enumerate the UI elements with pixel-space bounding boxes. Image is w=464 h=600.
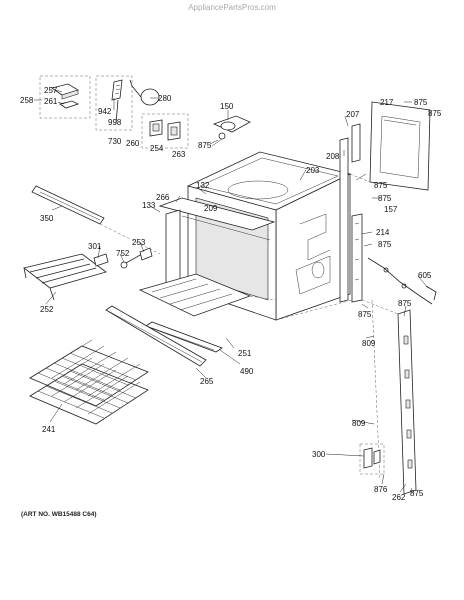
label-875-e: 875 [378,194,392,203]
label-208: 208 [326,152,340,161]
door-lock-switch [149,119,181,141]
side-trim [397,309,417,495]
label-209: 209 [204,204,218,213]
group-box-258 [39,75,91,119]
label-752: 752 [116,249,130,258]
temperature-probe [129,79,160,106]
label-133: 133 [142,201,156,210]
label-875-g: 875 [398,299,412,308]
watermark: AppliancePartsPros.com [188,3,276,12]
harness-connector [111,79,123,125]
label-942: 942 [98,107,112,116]
label-260: 260 [126,139,140,148]
label-605: 605 [418,271,432,280]
label-280: 280 [158,94,172,103]
label-254: 254 [150,144,164,153]
latch-motor-assembly [211,115,251,147]
control-board-assembly [51,83,80,109]
label-157: 157 [384,205,398,214]
projection-lines [99,173,399,321]
label-875-h: 875 [358,310,372,319]
oven-racks [29,339,149,425]
label-265: 265 [200,377,214,386]
label-214: 214 [376,228,390,237]
leader-lines [34,89,429,493]
vent-trim [145,321,223,353]
label-132: 132 [196,181,210,190]
side-bracket [351,213,363,303]
trim-strip-809 [371,299,381,481]
label-301: 301 [88,242,102,251]
hinge-bracket [359,443,385,475]
art-number: (ART NO. WB15488 C64) [21,511,97,518]
label-207: 207 [346,110,360,119]
label-262: 262 [392,493,406,502]
part-labels: 258 257 261 942 998 730 280 260 254 263 … [20,86,442,502]
label-300: 300 [312,450,326,459]
label-257: 257 [44,86,58,95]
label-809-b: 809 [352,419,366,428]
broil-element [23,253,109,301]
label-875-c: 875 [428,109,442,118]
label-490: 490 [240,367,254,376]
front-trim [105,305,207,367]
label-350: 350 [40,214,54,223]
label-266: 266 [156,193,170,202]
terminal-block [120,247,153,269]
label-875-f: 875 [378,240,392,249]
label-875-i: 875 [410,489,424,498]
label-241: 241 [42,425,56,434]
back-panel [369,101,431,191]
label-876: 876 [374,485,388,494]
label-730: 730 [108,137,122,146]
label-263: 263 [172,150,186,159]
label-251: 251 [238,349,252,358]
label-258: 258 [20,96,34,105]
group-box-730 [95,75,133,131]
label-150: 150 [220,102,234,111]
label-875-b: 875 [414,98,428,107]
front-frame [158,197,276,295]
label-809-a: 809 [362,339,376,348]
label-998: 998 [108,118,122,127]
label-217: 217 [380,98,394,107]
group-box-260 [141,113,189,149]
label-203: 203 [306,166,320,175]
label-253: 253 [132,238,146,247]
label-875-d: 875 [374,181,388,190]
label-875-a: 875 [198,141,212,150]
label-252: 252 [40,305,54,314]
label-261: 261 [44,97,58,106]
wire-harness [367,257,437,305]
